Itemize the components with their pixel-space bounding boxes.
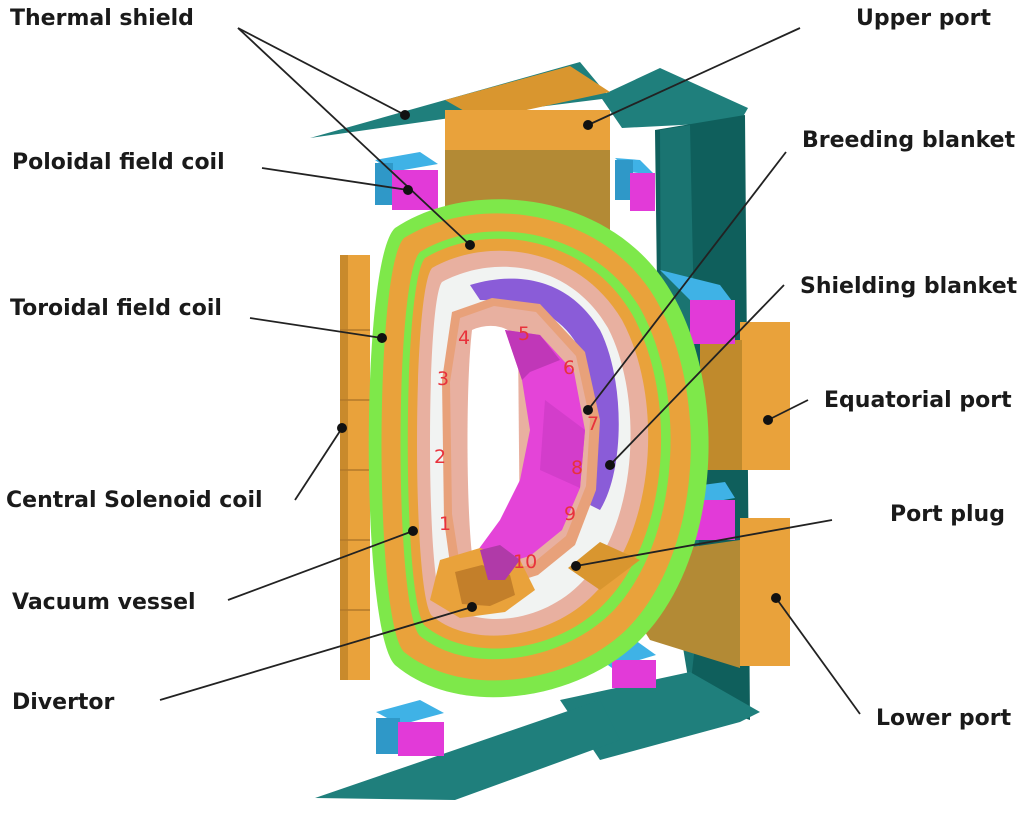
label-toroidal-field-coil: Toroidal field coil bbox=[10, 296, 222, 321]
leader-upper-port bbox=[587, 27, 801, 126]
label-lower-port: Lower port bbox=[876, 706, 1012, 731]
leader-toroidal-field-coil bbox=[249, 317, 383, 339]
module-number-6: 6 bbox=[563, 357, 575, 379]
module-number-10: 10 bbox=[513, 551, 537, 573]
module-number-3: 3 bbox=[437, 368, 449, 390]
divertor-assembly bbox=[430, 545, 535, 618]
pf-coil-upper-left bbox=[375, 152, 438, 210]
label-vacuum-vessel: Vacuum vessel bbox=[12, 590, 196, 615]
pf-coil-bottom-left bbox=[376, 700, 444, 756]
leader-port-plug bbox=[575, 519, 833, 567]
module-number-2: 2 bbox=[434, 446, 446, 468]
leader-thermal-shield-b bbox=[237, 27, 471, 246]
leader-lower-port bbox=[775, 597, 861, 715]
blanket-back-purple bbox=[470, 278, 619, 510]
module-number-7: 7 bbox=[587, 413, 599, 435]
lower-port-box bbox=[740, 518, 790, 666]
upper-port-top bbox=[445, 66, 610, 120]
label-equatorial-port: Equatorial port bbox=[824, 388, 1012, 413]
leader-divertor bbox=[159, 606, 473, 701]
blanket-module-numbers: 1 2 3 4 5 6 7 8 9 10 bbox=[434, 323, 599, 573]
label-divertor: Divertor bbox=[12, 690, 115, 715]
thermal-shield-upper-right-plate bbox=[600, 68, 748, 128]
module-number-1: 1 bbox=[439, 513, 451, 535]
equatorial-port-box bbox=[740, 322, 790, 470]
leader-central-solenoid-coil bbox=[294, 427, 343, 501]
label-central-solenoid-coil: Central Solenoid coil bbox=[6, 488, 263, 513]
leader-equatorial-port bbox=[767, 399, 809, 421]
thermal-shield-lower-left-plate bbox=[315, 700, 620, 800]
leader-vacuum-vessel bbox=[227, 530, 414, 601]
label-breeding-blanket: Breeding blanket bbox=[802, 128, 1016, 153]
label-upper-port: Upper port bbox=[856, 6, 992, 31]
module-number-9: 9 bbox=[564, 503, 576, 525]
plasma-chamber bbox=[467, 325, 585, 568]
leader-poloidal-field-coil bbox=[261, 167, 409, 191]
label-thermal-shield: Thermal shield bbox=[10, 6, 194, 31]
pf-coil-mid-right bbox=[660, 270, 735, 344]
module-number-4: 4 bbox=[458, 327, 470, 349]
label-port-plug: Port plug bbox=[890, 502, 1005, 527]
label-shielding-blanket: Shielding blanket bbox=[800, 274, 1018, 299]
central-solenoid bbox=[340, 255, 370, 680]
leader-shielding-blanket bbox=[609, 284, 785, 466]
leader-lines bbox=[159, 27, 861, 715]
pf-coil-upper-right bbox=[615, 158, 655, 211]
module-number-8: 8 bbox=[571, 457, 583, 479]
first-wall-magenta bbox=[478, 330, 585, 566]
leader-breeding-blanket bbox=[587, 151, 787, 411]
module-number-5: 5 bbox=[518, 323, 530, 345]
leader-dots bbox=[337, 110, 781, 612]
label-poloidal-field-coil: Poloidal field coil bbox=[12, 150, 225, 175]
leader-thermal-shield-a bbox=[237, 27, 406, 116]
port-plug-body bbox=[568, 542, 640, 590]
